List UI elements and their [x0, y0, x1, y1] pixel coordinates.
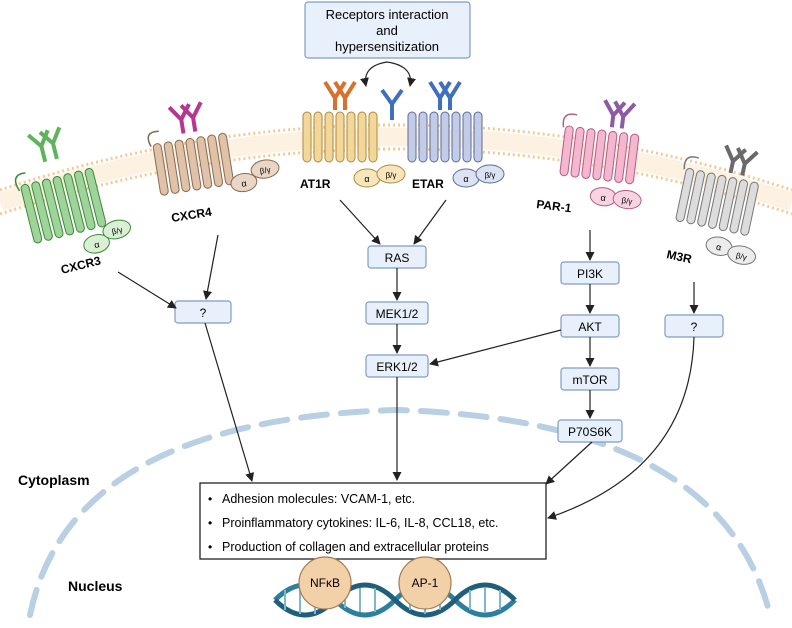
node-erk-label: ERK1/2 — [376, 360, 418, 374]
cxcr4-alpha-label: α — [241, 178, 248, 189]
cxcr3-label: CXCR3 — [59, 253, 102, 277]
node-akt-label: AKT — [578, 320, 602, 334]
node-erk: ERK1/2 — [365, 354, 429, 378]
tf-nfkb: NFκB — [298, 556, 352, 610]
effect-bullet-2: • — [208, 516, 212, 530]
node-akt: AKT — [560, 314, 620, 338]
edge-etar-to-ras — [413, 199, 447, 245]
cxcr4-helices — [152, 132, 234, 196]
node-pi3k-label: PI3K — [577, 267, 603, 281]
receptor-m3r: α β/γ — [675, 144, 759, 265]
node-mtor: mTOR — [560, 367, 620, 391]
node-unknown-left: ? — [174, 300, 232, 324]
cxcr3-antibody-icon — [26, 126, 62, 163]
cxcr3-alpha-label: α — [93, 239, 100, 250]
par1-antibody-icon — [603, 99, 637, 129]
receptor-cxcr4: α β/γ — [147, 101, 280, 196]
cxcr4-label: CXCR4 — [170, 205, 213, 225]
receptor-cxcr3: α β/γ — [14, 126, 132, 254]
par1-helices — [559, 125, 640, 185]
etar-label: ETAR — [412, 177, 444, 191]
at1r-alpha-label: α — [364, 174, 369, 184]
m3r-alpha-label: α — [715, 242, 722, 253]
edge-cxcr4-to-unknown — [203, 234, 219, 300]
node-unknown-right-label: ? — [691, 320, 698, 334]
nuclear-envelope — [27, 406, 773, 618]
at1r-beta-gamma-label: β/γ — [386, 171, 397, 180]
etar-alpha-label: α — [463, 174, 468, 184]
node-unknown-right: ? — [664, 314, 724, 338]
node-mek-label: MEK1/2 — [376, 307, 419, 321]
header-box: Receptors interaction and hypersensitiza… — [304, 1, 471, 59]
interaction-arrow-left — [360, 61, 388, 87]
effects-box: • Adhesion molecules: VCAM-1, etc. • Pro… — [199, 482, 547, 560]
effect-item-3: Production of collagen and extracellular… — [222, 540, 489, 554]
bridging-antibody-icon — [380, 88, 404, 120]
node-unknown-left-label: ? — [200, 306, 207, 320]
node-mtor-label: mTOR — [572, 373, 607, 387]
tf-nfkb-label: NFκB — [310, 576, 340, 590]
effect-item-1: Adhesion molecules: VCAM-1, etc. — [222, 492, 415, 506]
edge-unknown-left-to-effects — [204, 322, 255, 482]
tf-ap1: AP-1 — [398, 556, 452, 610]
node-p70s6k-label: P70S6K — [568, 425, 612, 439]
tf-ap1-label: AP-1 — [412, 576, 439, 590]
interaction-arrow-right — [386, 61, 416, 87]
etar-antibody-icon — [428, 80, 462, 110]
effect-bullet-1: • — [208, 492, 212, 506]
cxcr3-helices — [20, 167, 107, 244]
m3r-label: M3R — [665, 247, 693, 266]
cxcr4-beta-gamma-label: β/γ — [259, 165, 271, 176]
header-line-3: hypersensitization — [335, 39, 439, 54]
par1-label: PAR-1 — [536, 197, 573, 215]
cell-membrane — [0, 123, 792, 216]
m3r-helices — [675, 168, 759, 236]
etar-helices — [407, 111, 483, 163]
effect-item-2: Proinflammatory cytokines: IL-6, IL-8, C… — [222, 516, 499, 530]
etar-beta-gamma-label: β/γ — [485, 171, 496, 180]
edge-at1r-to-ras — [339, 199, 381, 245]
m3r-beta-gamma-label: β/γ — [735, 251, 747, 262]
par1-beta-gamma-label: β/γ — [621, 196, 633, 206]
par1-alpha-label: α — [600, 192, 606, 203]
header-line-1: Receptors interaction — [326, 7, 449, 22]
nucleus-label: Nucleus — [68, 578, 123, 594]
node-mek: MEK1/2 — [365, 301, 429, 325]
cxcr3-beta-gamma-label: β/γ — [111, 225, 124, 236]
cytoplasm-label: Cytoplasm — [18, 472, 90, 488]
node-pi3k: PI3K — [560, 261, 620, 285]
header-line-2: and — [376, 23, 398, 38]
node-ras-label: RAS — [385, 251, 410, 265]
at1r-antibody-icon — [323, 80, 357, 110]
at1r-label: AT1R — [300, 177, 331, 191]
at1r-helices — [302, 111, 378, 163]
receptor-at1r: α β/γ — [302, 80, 406, 188]
cxcr4-antibody-icon — [167, 101, 203, 134]
edge-cxcr3-to-unknown — [117, 271, 177, 309]
node-p70s6k: P70S6K — [557, 419, 623, 443]
receptor-etar: α β/γ — [407, 80, 505, 188]
edge-unknown-right-to-effects — [547, 336, 695, 520]
edge-p70s6k-to-effects — [545, 441, 593, 485]
receptor-par1: α β/γ — [559, 99, 642, 210]
node-ras: RAS — [367, 245, 427, 269]
m3r-antibody-icon — [724, 144, 759, 176]
edge-akt-to-erk — [429, 329, 562, 367]
effect-bullet-3: • — [208, 540, 212, 554]
